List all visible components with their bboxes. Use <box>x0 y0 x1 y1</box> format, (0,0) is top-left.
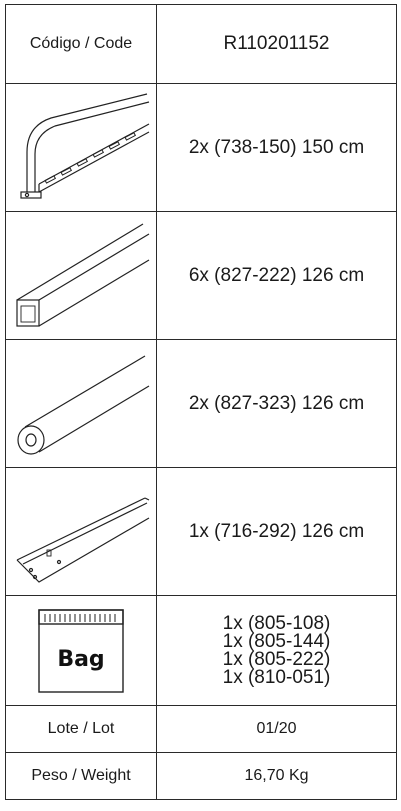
code-value: R110201152 <box>156 4 397 84</box>
curved-slotted-rail-icon <box>20 92 150 199</box>
row-lot: Lote / Lot 01/20 <box>5 705 397 753</box>
square-tube-icon <box>16 222 150 327</box>
row-part-3: 2x (827-323) 126 cm <box>5 339 397 468</box>
weight-label: Peso / Weight <box>5 752 157 800</box>
round-tube-icon <box>17 354 150 455</box>
part-2-image <box>5 211 157 340</box>
bag-image: Bag <box>5 595 157 706</box>
bag-item: 1x (805-144) <box>222 630 331 652</box>
row-weight: Peso / Weight 16,70 Kg <box>5 752 397 800</box>
part-1-image <box>5 83 157 212</box>
part-2-value: 6x (827-222) 126 cm <box>156 211 397 340</box>
row-hardware-bag: Bag 1x (805-108) 1x (805-144) 1x (805-22… <box>5 595 397 706</box>
row-code: Código / Code R110201152 <box>5 4 397 84</box>
bag-icon-label: Bag <box>57 647 104 672</box>
part-1-value: 2x (738-150) 150 cm <box>156 83 397 212</box>
weight-value: 16,70 Kg <box>156 752 397 800</box>
row-part-1: 2x (738-150) 150 cm <box>5 83 397 212</box>
bag-icon: Bag <box>38 608 124 693</box>
bag-item: 1x (810-051) <box>222 666 331 688</box>
code-label: Código / Code <box>5 4 157 84</box>
bag-contents: 1x (805-108) 1x (805-144) 1x (805-222) 1… <box>156 595 397 706</box>
parts-list-table: Código / Code R110201152 <box>5 4 397 800</box>
row-part-4: 1x (716-292) 126 cm <box>5 467 397 596</box>
part-3-value: 2x (827-323) 126 cm <box>156 339 397 468</box>
bag-item: 1x (805-108) <box>222 612 331 634</box>
lot-label: Lote / Lot <box>5 705 157 753</box>
lot-value: 01/20 <box>156 705 397 753</box>
part-4-image <box>5 467 157 596</box>
bag-item: 1x (805-222) <box>222 648 331 670</box>
part-4-value: 1x (716-292) 126 cm <box>156 467 397 596</box>
angle-bracket-rail-icon <box>16 496 150 583</box>
part-3-image <box>5 339 157 468</box>
row-part-2: 6x (827-222) 126 cm <box>5 211 397 340</box>
